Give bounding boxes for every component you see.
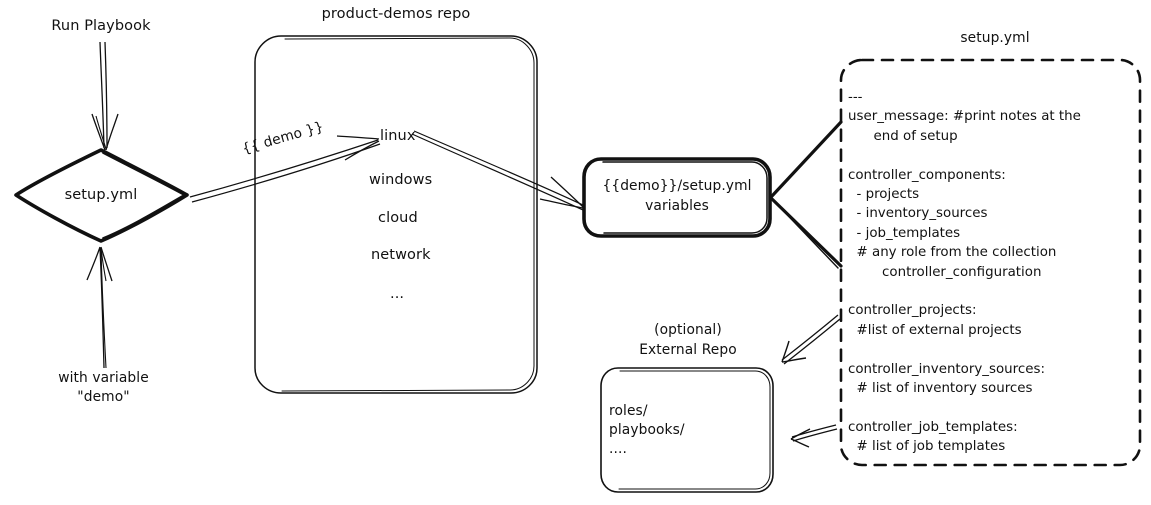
vars-node-label-line1: {{demo}}/setup.yml (602, 178, 752, 194)
repo-item-ellipsis: ... (390, 286, 405, 302)
external-repo-title-line1: (optional) (654, 322, 722, 338)
repo-item-windows: windows (369, 172, 433, 188)
external-repo-item-playbooks: playbooks/ (609, 422, 685, 438)
setup-diamond-label: setup.yml (64, 187, 138, 203)
external-repo-item-roles: roles/ (609, 403, 648, 419)
arrow-with-variable-to-setup (86, 246, 113, 369)
node-setup-yml-diamond[interactable] (14, 148, 189, 243)
with-variable-label-line1: with variable (58, 370, 149, 386)
edge-setupyml-to-vars (770, 120, 843, 269)
external-repo-item-ellipsis: .... (609, 441, 627, 457)
repo-item-cloud: cloud (378, 210, 418, 226)
run-playbook-label: Run Playbook (51, 18, 151, 34)
repo-item-network: network (371, 247, 431, 263)
setup-yml-box-title: setup.yml (960, 30, 1030, 46)
external-repo-title-line2: External Repo (639, 342, 737, 358)
arrow-linux-to-vars (411, 130, 586, 211)
arrow-controller-job-templates-to-external-repo (790, 424, 838, 448)
vars-node-label-line2: variables (645, 198, 709, 214)
with-variable-label-line2: "demo" (77, 389, 130, 405)
product-demos-repo-title: product-demos repo (321, 6, 471, 22)
setup-yml-content: --- user_message: #print notes at the en… (848, 90, 1081, 455)
node-setup-yml-dashed-box[interactable] (839, 58, 1142, 467)
node-external-repo[interactable] (600, 367, 774, 493)
node-product-demos-repo[interactable] (254, 35, 538, 394)
repo-item-linux: linux (380, 128, 416, 144)
arrow-run-playbook-to-setup (91, 41, 119, 151)
arrow-controller-projects-to-external-repo (781, 314, 841, 365)
arrow-setup-to-linux (189, 135, 381, 203)
node-demo-setup-variables[interactable] (582, 157, 772, 238)
